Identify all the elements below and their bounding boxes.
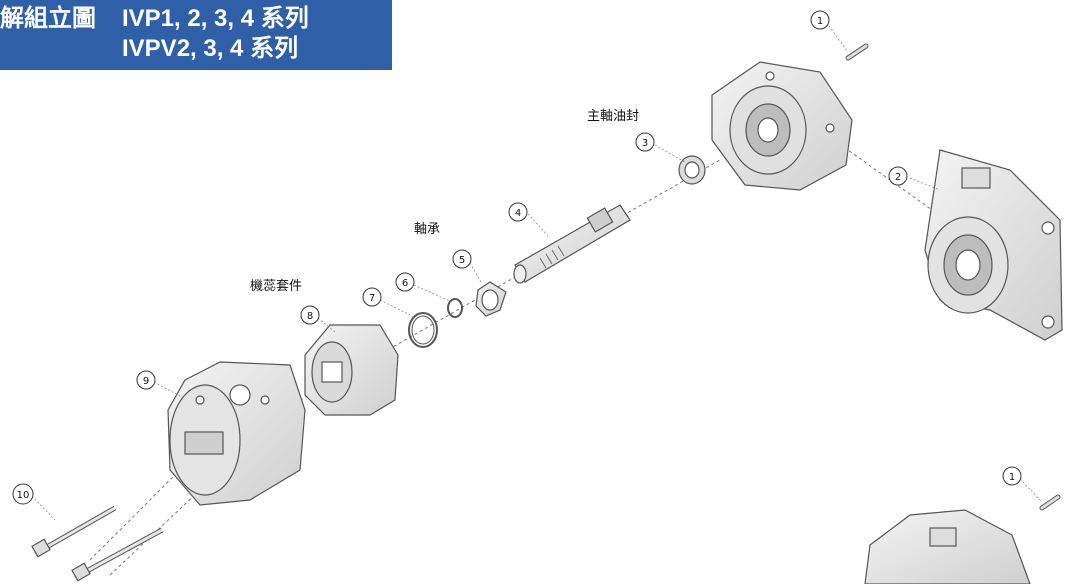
callout-2: 2	[888, 166, 908, 186]
callout-1-top: 1	[810, 10, 830, 30]
title-series-line1: IVP1, 2, 3, 4 系列	[122, 5, 309, 32]
svg-text:5: 5	[459, 255, 465, 266]
callout-10: 10	[12, 483, 34, 505]
title-left: 解組立圖	[0, 5, 96, 32]
svg-text:4: 4	[515, 208, 521, 219]
part-shaft	[513, 204, 631, 284]
label-bearing: 軸承	[414, 222, 440, 237]
part-mounting-flange	[924, 149, 1063, 341]
title-banner: 解組立圖 IVP1, 2, 3, 4 系列 IVPV2, 3, 4 系列	[0, 0, 392, 70]
callout-5: 5	[452, 249, 472, 269]
svg-text:7: 7	[369, 293, 375, 304]
svg-text:1: 1	[817, 16, 823, 27]
title-series-line2: IVPV2, 3, 4 系列	[122, 35, 299, 62]
part-housing-partial	[864, 509, 1031, 584]
assembly-axis-lines	[89, 129, 961, 576]
callout-1-bottom: 1	[1002, 466, 1022, 486]
part-bearing	[475, 281, 507, 317]
svg-text:1: 1	[1009, 472, 1015, 483]
label-shaft-seal: 主軸油封	[587, 109, 639, 124]
part-snap-ring	[447, 298, 463, 318]
part-o-ring	[408, 312, 438, 348]
leader-lines	[31, 25, 1043, 521]
svg-text:8: 8	[307, 311, 313, 322]
callout-6: 6	[395, 272, 415, 292]
callout-7: 7	[362, 287, 382, 307]
callout-8: 8	[300, 305, 320, 325]
part-front-housing	[711, 61, 853, 191]
svg-text:2: 2	[895, 172, 901, 183]
part-rear-cover	[167, 361, 306, 506]
svg-text:10: 10	[17, 490, 30, 501]
part-pin-top	[845, 43, 869, 61]
callout-9: 9	[136, 370, 156, 390]
callout-3: 3	[635, 132, 655, 152]
part-shaft-seal	[678, 155, 706, 185]
part-bolts	[31, 505, 164, 582]
callout-4: 4	[508, 202, 528, 222]
label-cartridge-kit: 機蕊套件	[250, 278, 302, 294]
svg-text:9: 9	[143, 376, 149, 387]
svg-text:6: 6	[402, 278, 408, 289]
part-cartridge-kit	[304, 324, 399, 416]
svg-text:3: 3	[642, 138, 648, 149]
part-pin-bottom	[1039, 494, 1061, 511]
